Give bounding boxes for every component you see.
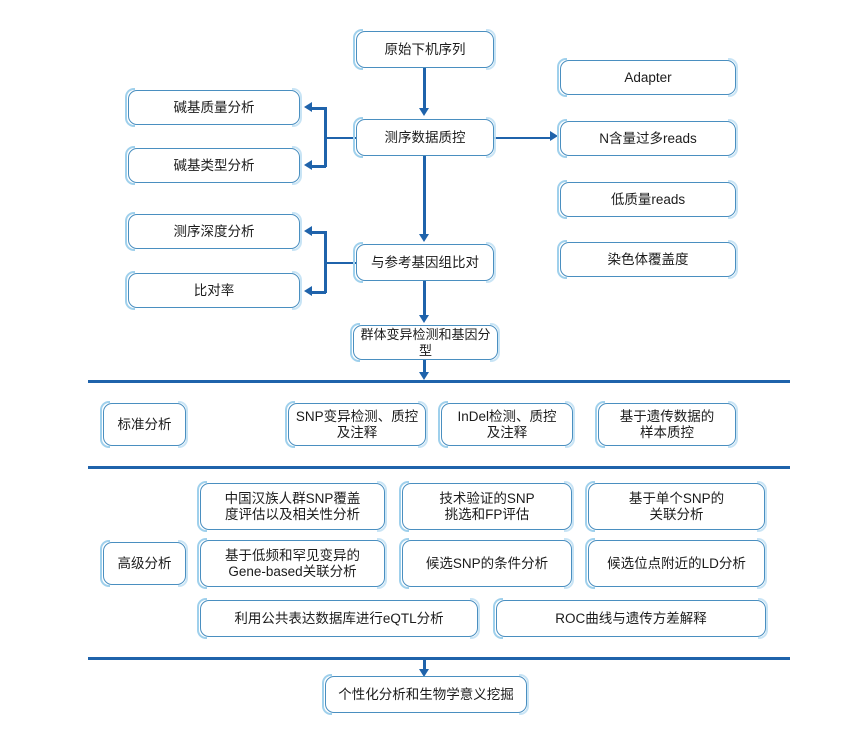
node-advanced-single-snp-assoc[interactable]: 基于单个SNP的 关联分析 [585, 481, 767, 532]
node-standard-sample-qc[interactable]: 基于遗传数据的 样本质控 [595, 401, 738, 448]
node-adapter[interactable]: Adapter [557, 58, 738, 97]
node-advanced-snp-validation-label: 技术验证的SNP 挑选和FP评估 [439, 490, 535, 522]
node-advanced-gene-based-label: 基于低频和罕见变异的 Gene-based关联分析 [225, 547, 360, 579]
node-standard-snp-label: SNP变异检测、质控 及注释 [295, 408, 419, 440]
section-label-advanced-analysis[interactable]: 高级分析 [100, 540, 188, 587]
connector-qc-to-left-bracket [325, 136, 359, 140]
divider-standard-bottom [88, 466, 790, 469]
node-n-rich-reads-label: N含量过多reads [599, 130, 697, 146]
node-low-quality-reads[interactable]: 低质量reads [557, 180, 738, 219]
connector-raw-to-qc [423, 68, 426, 110]
node-align-reference[interactable]: 与参考基因组比对 [353, 242, 496, 283]
node-adapter-label: Adapter [624, 69, 672, 85]
node-sequencing-qc-label: 测序数据质控 [384, 129, 466, 145]
node-base-quality-analysis[interactable]: 碱基质量分析 [125, 88, 302, 127]
node-raw-reads-label: 原始下机序列 [384, 41, 466, 57]
arrowhead-base-quality [304, 101, 312, 112]
section-label-standard-analysis[interactable]: 标准分析 [100, 401, 188, 448]
node-base-type-analysis[interactable]: 碱基类型分析 [125, 146, 302, 185]
arrowhead-align-rate [304, 285, 312, 296]
node-advanced-ld[interactable]: 候选位点附近的LD分析 [585, 538, 767, 589]
node-base-quality-analysis-label: 碱基质量分析 [173, 99, 255, 115]
connector-bracket-to-base-type [312, 165, 326, 168]
node-n-rich-reads[interactable]: N含量过多reads [557, 119, 738, 158]
node-alignment-rate-label: 比对率 [193, 282, 235, 298]
connector-align-bracket-spine [324, 231, 327, 293]
divider-advanced-bottom [88, 657, 790, 660]
connector-bracket-to-base-quality [312, 107, 326, 110]
node-advanced-single-snp-assoc-label: 基于单个SNP的 关联分析 [628, 490, 725, 522]
node-advanced-gene-based[interactable]: 基于低频和罕见变异的 Gene-based关联分析 [197, 538, 387, 589]
connector-qc-to-align [423, 156, 426, 236]
node-raw-reads[interactable]: 原始下机序列 [353, 29, 496, 70]
node-advanced-snp-coverage[interactable]: 中国汉族人群SNP覆盖 度评估以及相关性分析 [197, 481, 387, 532]
arrowhead-raw-to-qc [418, 108, 429, 116]
node-low-quality-reads-label: 低质量reads [610, 191, 686, 207]
arrowhead-variant-to-standard [418, 372, 429, 380]
node-standard-sample-qc-label: 基于遗传数据的 样本质控 [619, 408, 715, 440]
node-standard-indel[interactable]: InDel检测、质控 及注释 [438, 401, 575, 448]
node-personalized-analysis-label: 个性化分析和生物学意义挖掘 [338, 686, 514, 702]
node-advanced-roc[interactable]: ROC曲线与遗传方差解释 [493, 598, 768, 639]
node-chromosome-coverage[interactable]: 染色体覆盖度 [557, 240, 738, 279]
node-advanced-eqtl[interactable]: 利用公共表达数据库进行eQTL分析 [197, 598, 480, 639]
connector-align-to-left-bracket [325, 261, 359, 265]
connector-bracket-to-align-rate [312, 291, 326, 294]
node-advanced-conditional-label: 候选SNP的条件分析 [425, 555, 549, 571]
node-sequencing-depth-label: 测序深度分析 [173, 223, 255, 239]
node-align-reference-label: 与参考基因组比对 [371, 254, 479, 270]
section-label-standard-analysis-text: 标准分析 [117, 416, 172, 432]
node-advanced-snp-coverage-label: 中国汉族人群SNP覆盖 度评估以及相关性分析 [224, 490, 361, 522]
node-sequencing-depth[interactable]: 测序深度分析 [125, 212, 302, 251]
arrowhead-align-to-variant [418, 315, 429, 323]
connector-qc-to-n-reads [494, 136, 552, 140]
node-alignment-rate[interactable]: 比对率 [125, 271, 302, 310]
arrowhead-n-reads [550, 131, 558, 141]
connector-left-bracket-spine [324, 107, 327, 167]
node-chromosome-coverage-label: 染色体覆盖度 [607, 251, 689, 267]
section-label-advanced-analysis-text: 高级分析 [117, 555, 172, 571]
node-personalized-analysis[interactable]: 个性化分析和生物学意义挖掘 [322, 674, 529, 715]
arrowhead-depth [304, 225, 312, 236]
arrowhead-qc-to-align [418, 234, 429, 242]
node-advanced-roc-label: ROC曲线与遗传方差解释 [555, 610, 707, 626]
node-variant-calling-label: 群体变异检测和基因分型 [360, 327, 491, 358]
connector-variant-to-standard [423, 360, 426, 376]
node-advanced-ld-label: 候选位点附近的LD分析 [607, 555, 746, 571]
arrowhead-to-final [418, 669, 429, 677]
connector-align-to-variant [423, 281, 426, 317]
node-standard-indel-label: InDel检测、质控 及注释 [457, 408, 557, 440]
arrowhead-base-type [304, 159, 312, 170]
node-advanced-eqtl-label: 利用公共表达数据库进行eQTL分析 [234, 610, 444, 626]
node-variant-calling[interactable]: 群体变异检测和基因分型 [350, 323, 500, 362]
node-standard-snp[interactable]: SNP变异检测、质控 及注释 [285, 401, 428, 448]
node-base-type-analysis-label: 碱基类型分析 [173, 157, 255, 173]
node-advanced-snp-validation[interactable]: 技术验证的SNP 挑选和FP评估 [399, 481, 574, 532]
divider-standard-top [88, 380, 790, 383]
connector-to-final [423, 657, 426, 673]
node-sequencing-qc[interactable]: 测序数据质控 [353, 117, 496, 158]
node-advanced-conditional[interactable]: 候选SNP的条件分析 [399, 538, 574, 589]
connector-bracket-to-depth [312, 231, 326, 234]
